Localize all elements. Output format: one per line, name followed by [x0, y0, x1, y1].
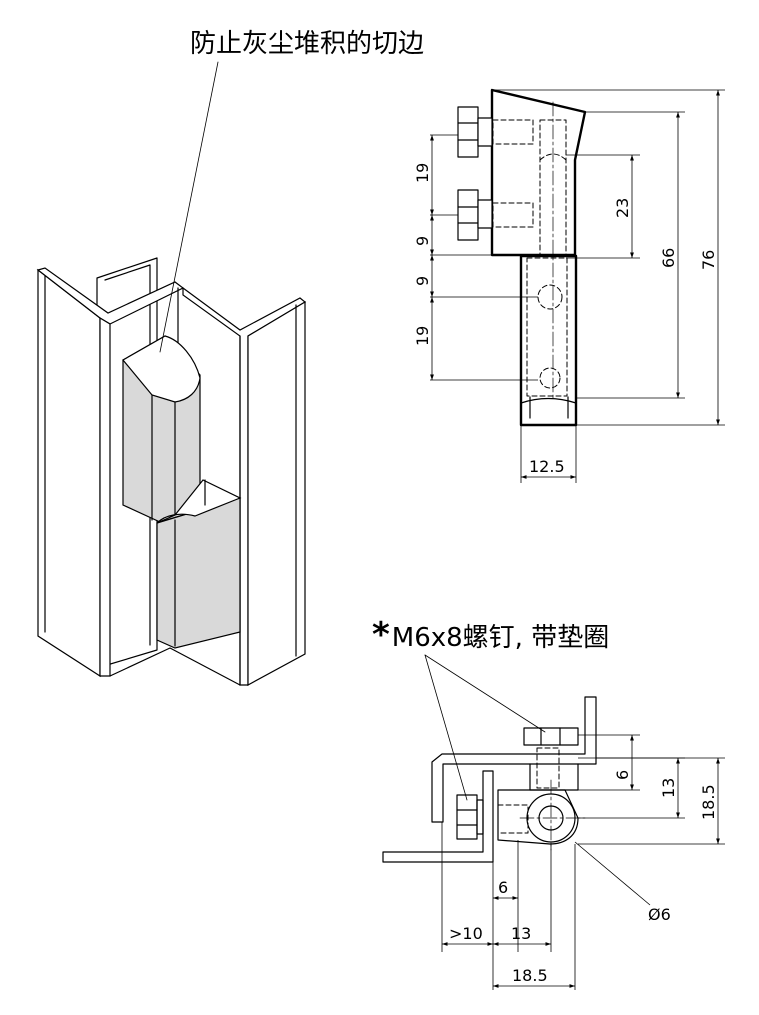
screw-callout-text: M6x8螺钉, 带垫圈 [392, 623, 609, 653]
dim-9-a: 9 [413, 236, 432, 246]
dim-gt10: >10 [449, 924, 483, 943]
isometric-hinge-view [36, 257, 307, 687]
dim-18-5-horizontal: 18.5 [512, 966, 548, 985]
dim-76: 76 [699, 250, 718, 270]
dim-6-horizontal: 6 [498, 878, 508, 897]
dim-18-5-vertical: 18.5 [699, 784, 718, 820]
dim-13-horizontal: 13 [511, 924, 531, 943]
screw-leader-2 [424, 654, 468, 801]
side-view: 19 9 9 19 23 66 76 12.5 [413, 88, 725, 483]
dim-19-top: 19 [413, 163, 432, 183]
dim-9-b: 9 [413, 276, 432, 286]
dim-13-vertical: 13 [659, 778, 678, 798]
screw-leader-1 [424, 654, 546, 733]
dim-66: 66 [659, 248, 678, 268]
dim-19-bottom: 19 [413, 326, 432, 346]
dust-edge-callout: 防止灰尘堆积的切边 [190, 29, 424, 59]
dust-edge-leader [159, 61, 219, 353]
dim-23: 23 [613, 198, 632, 218]
screw-callout: *M6x8螺钉, 带垫圈 [372, 615, 609, 655]
screw-callout-asterisk: * [372, 615, 390, 655]
plan-view: 6 13 18.5 6 >10 13 18.5 Ø6 [382, 696, 725, 990]
diameter-6-label: Ø6 [648, 905, 671, 924]
dim-6-vertical: 6 [613, 770, 632, 780]
dim-12-5: 12.5 [529, 457, 565, 476]
